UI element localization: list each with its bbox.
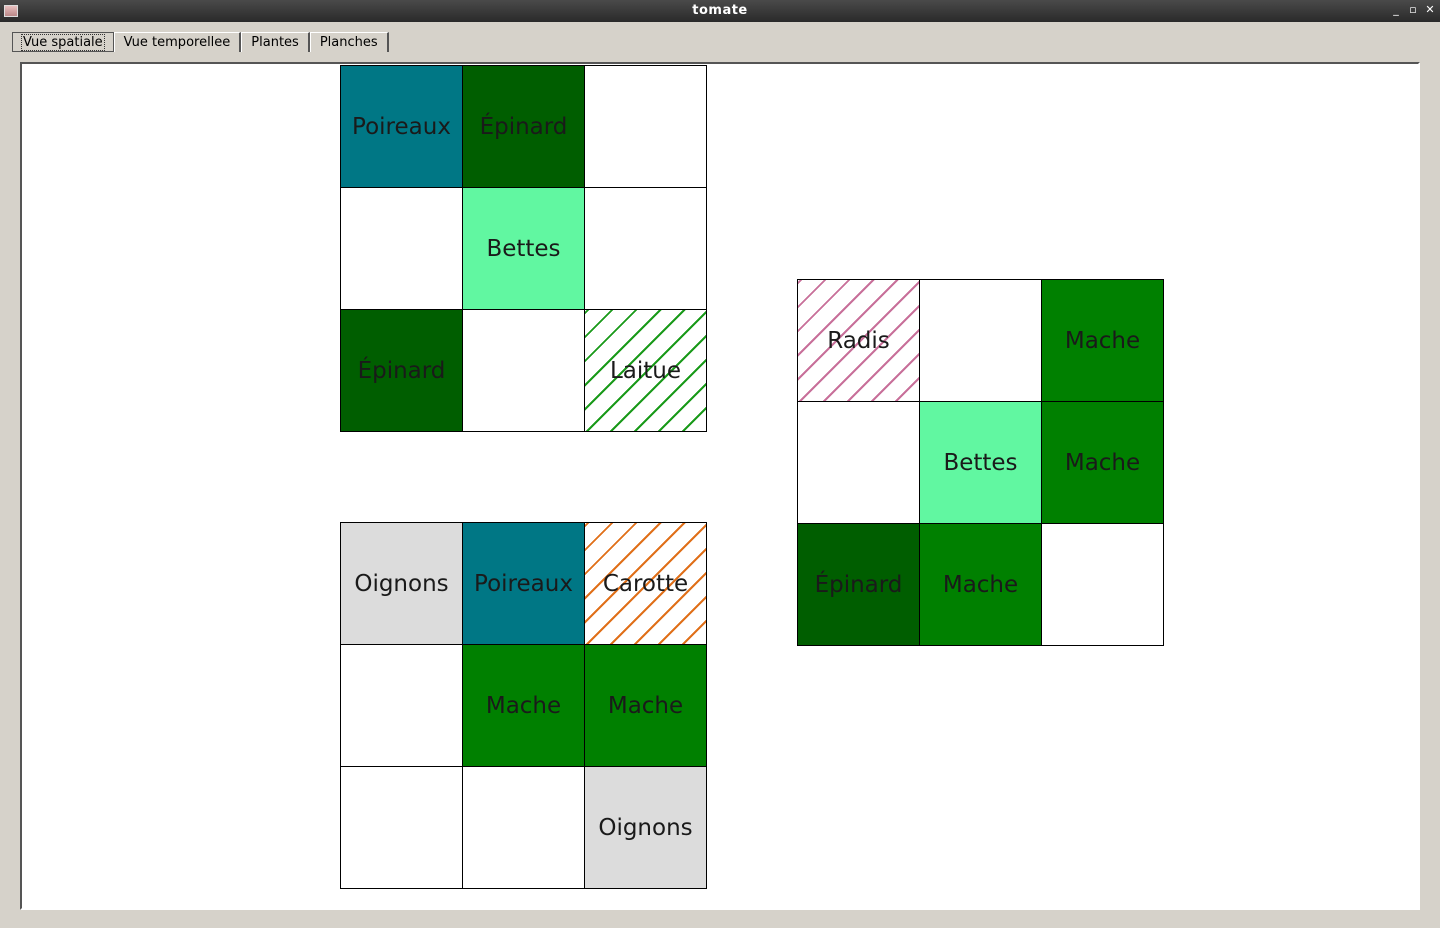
close-button[interactable]: ✕ xyxy=(1425,3,1435,16)
window-title: tomate xyxy=(692,3,748,18)
bed-cell[interactable]: Bettes xyxy=(919,401,1042,524)
bed-cell[interactable]: Poireaux xyxy=(340,65,463,188)
title-bar: tomate _ ▫ ✕ xyxy=(0,0,1440,22)
tab-planches[interactable]: Planches xyxy=(309,32,389,52)
restore-button[interactable]: ▫ xyxy=(1409,3,1417,16)
bed-cell[interactable]: Radis xyxy=(797,279,920,402)
tab-label: Vue spatiale xyxy=(21,34,105,51)
bed-cell[interactable]: Mache xyxy=(462,644,585,767)
bed-cell[interactable]: Mache xyxy=(919,523,1042,646)
app-icon[interactable] xyxy=(4,5,18,17)
bed-cell[interactable]: Épinard xyxy=(462,65,585,188)
bed-cell[interactable] xyxy=(919,279,1042,402)
bed-cell[interactable] xyxy=(340,766,463,889)
bed-cell[interactable]: Carotte xyxy=(584,522,707,645)
bed-cell[interactable] xyxy=(797,401,920,524)
bed-cell[interactable] xyxy=(1041,523,1164,646)
minimize-button[interactable]: _ xyxy=(1393,3,1399,16)
bed-cell[interactable]: Laitue xyxy=(584,309,707,432)
bed-cell[interactable] xyxy=(340,644,463,767)
tab-label: Plantes xyxy=(251,35,299,50)
bed-cell[interactable]: Mache xyxy=(1041,279,1164,402)
bed-cell[interactable] xyxy=(462,766,585,889)
tab-label: Planches xyxy=(319,35,378,50)
tab-bar: Vue spatiale Vue temporellee Plantes Pla… xyxy=(12,32,389,52)
bed-cell[interactable] xyxy=(584,65,707,188)
bed-cell[interactable] xyxy=(340,187,463,310)
tab-vue-spatiale[interactable]: Vue spatiale xyxy=(12,32,114,52)
bed-cell[interactable]: Mache xyxy=(584,644,707,767)
bed-cell[interactable]: Oignons xyxy=(584,766,707,889)
bed-cell[interactable]: Mache xyxy=(1041,401,1164,524)
bed-cell[interactable]: Oignons xyxy=(340,522,463,645)
tab-vue-temporellee[interactable]: Vue temporellee xyxy=(113,32,242,52)
tab-label: Vue temporellee xyxy=(123,35,231,50)
bed-cell[interactable]: Épinard xyxy=(340,309,463,432)
tab-plantes[interactable]: Plantes xyxy=(241,32,310,52)
bed-cell[interactable] xyxy=(462,309,585,432)
bed-cell[interactable]: Bettes xyxy=(462,187,585,310)
bed-cell[interactable]: Épinard xyxy=(797,523,920,646)
bed-cell[interactable] xyxy=(584,187,707,310)
bed-cell[interactable]: Poireaux xyxy=(462,522,585,645)
